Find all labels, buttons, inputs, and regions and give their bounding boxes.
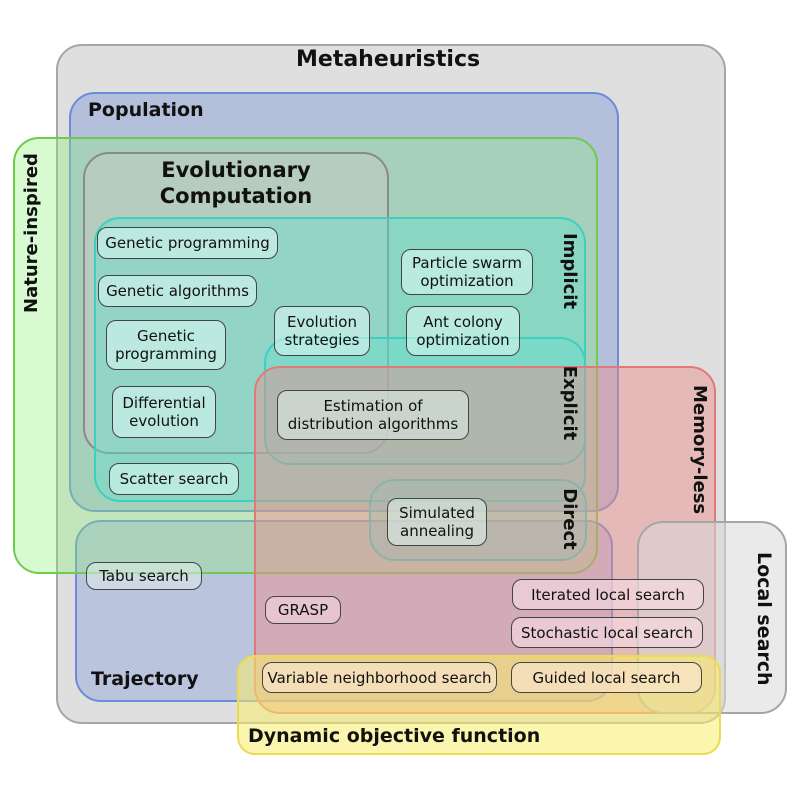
node-iterated-local-search: Iterated local search [512, 579, 704, 610]
population-label: Population [88, 99, 204, 121]
node-differential-evolution: Differential evolution [112, 386, 216, 438]
node-estimation-of-distribution-algorithms: Estimation of distribution algorithms [277, 390, 469, 440]
evolutionary-computation-label: Evolutionary Computation [159, 158, 313, 209]
trajectory-label: Trajectory [91, 668, 199, 690]
node-guided-local-search: Guided local search [511, 662, 702, 693]
node-simulated-annealing: Simulated annealing [387, 498, 487, 546]
implicit-label: Implicit [559, 232, 580, 310]
node-ant-colony-optimization: Ant colony optimization [406, 306, 520, 356]
direct-label: Direct [559, 488, 580, 550]
nature-inspired-label: Nature-inspired [21, 153, 42, 313]
local-search-label: Local search [753, 552, 775, 686]
node-particle-swarm-optimization: Particle swarm optimization [401, 249, 533, 295]
node-grasp: GRASP [265, 596, 341, 624]
memory-less-label: Memory-less [689, 385, 710, 515]
explicit-label: Explicit [559, 365, 580, 441]
metaheuristics-label: Metaheuristics [296, 47, 481, 72]
node-evolution-strategies: Evolution strategies [274, 306, 370, 356]
metaheuristics-region [56, 44, 726, 724]
node-tabu-search: Tabu search [86, 562, 202, 590]
node-scatter-search: Scatter search [109, 463, 239, 495]
node-genetic-programming-2: Genetic programming [106, 320, 226, 370]
node-genetic-algorithms: Genetic algorithms [98, 275, 257, 307]
node-genetic-programming: Genetic programming [97, 227, 278, 259]
node-variable-neighborhood-search: Variable neighborhood search [262, 662, 497, 693]
dynamic-objective-function-label: Dynamic objective function [248, 725, 541, 747]
node-stochastic-local-search: Stochastic local search [511, 617, 703, 648]
